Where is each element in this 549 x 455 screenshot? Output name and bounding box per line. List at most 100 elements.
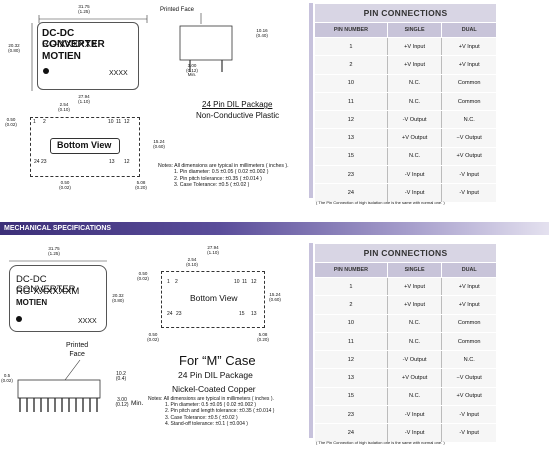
bottom-lead-dim: 3.00 (0.12)	[115, 397, 129, 408]
top-pin1-label: 1	[33, 119, 36, 125]
top-pin24-label: 24	[34, 159, 40, 165]
top-module-line2: RG-XXXXXX	[42, 39, 98, 50]
bottom-left-offset-dim: 0.50 (0.02)	[137, 271, 149, 281]
top-module-line1: DC-DC CONVERTER	[42, 28, 105, 50]
bottom-printed-face: Printed Face	[66, 342, 89, 358]
top-package-title: 24 Pin DIL Package	[202, 100, 273, 109]
top-table-title: PIN CONNECTIONS	[314, 3, 497, 23]
top-bottom-right-dim: 5.08 (0.20)	[135, 180, 147, 190]
top-bottomview-width-dim: 27.94 (1.10)	[78, 94, 90, 104]
top-pin12b-label: 12	[124, 159, 130, 165]
bottom-module-line1: DC-DC CONVERTER	[16, 274, 76, 295]
bottom-pin2-label: 2	[175, 279, 178, 285]
bottom-pin10-label: 10	[234, 279, 240, 285]
bottom-th-dual: DUAL	[441, 262, 497, 278]
bottom-table-title: PIN CONNECTIONS	[314, 243, 497, 263]
bottom-table-footnote: ( The Pin Connection of high isolation o…	[316, 440, 445, 445]
bottom-width-dim: 31.75 (1.25)	[48, 246, 60, 256]
bottom-th-single: SINGLE	[386, 262, 443, 278]
bottom-module-face: DC-DC CONVERTER RG-XXXXXXM MOTIEN XXXX	[9, 265, 107, 332]
top-module-face: DC-DC CONVERTER RG-XXXXXX MOTIEN XXXX	[37, 22, 139, 90]
bottom-pin-table: PIN CONNECTIONS PIN NUMBER SINGLE DUAL 1…	[314, 243, 497, 443]
bottom-br-dim: 5.08 (0.20)	[257, 332, 269, 342]
bottom-bv-width-dim: 27.94 (1.10)	[207, 245, 219, 255]
bottom-side-h-dim: 10.2 (0.4)	[115, 371, 127, 382]
bottom-module-code: XXXX	[78, 318, 97, 325]
top-th-dual: DUAL	[441, 22, 497, 38]
table-row: 13+V Output−V Output	[314, 368, 497, 388]
top-height-arrow	[31, 23, 33, 91]
table-row: 2+V Input+V Input	[314, 55, 497, 75]
table-row: 24-V Input-V Input	[314, 423, 497, 443]
table-row: 23-V Input-V Input	[314, 165, 497, 185]
m-case-title: For “M” Case	[179, 353, 256, 368]
bottom-package-title: 24 Pin DIL Package	[178, 370, 253, 380]
bottom-pin24-label: 24	[167, 311, 173, 317]
top-width-arrow	[38, 15, 148, 23]
table-row: 2+V Input+V Input	[314, 295, 497, 315]
pin1-dot	[16, 316, 22, 322]
bottom-pin11-label: 11	[242, 279, 248, 285]
bottom-notes: Notes: All dimensions are typical in mil…	[148, 396, 275, 427]
bottom-bottom-view-label: Bottom View	[190, 293, 238, 303]
top-module-brand: MOTIEN	[42, 51, 81, 62]
bottom-side-view	[17, 359, 101, 412]
top-table-accent	[309, 3, 313, 198]
top-bottom-view-outline	[30, 117, 140, 177]
bottom-height-dim: 20.32 (0.80)	[112, 293, 124, 303]
top-table-footnote: ( The Pin Connection of high isolation o…	[316, 200, 445, 205]
bottom-table-accent	[309, 243, 313, 438]
top-pin13-label: 13	[109, 159, 115, 165]
bottom-module-brand: MOTIEN	[16, 298, 48, 307]
top-width-dim: 31.75 (1.25)	[78, 4, 90, 14]
bottom-side-left-dim: 0.5 (0.02)	[1, 373, 13, 383]
bottom-row-height-dim: 15.24 (0.60)	[269, 292, 281, 302]
bottom-width-arrow	[9, 260, 107, 262]
bottom-pin12-label: 12	[251, 279, 257, 285]
top-th-pin: PIN NUMBER	[314, 22, 388, 38]
top-pin-table: PIN CONNECTIONS PIN NUMBER SINGLE DUAL 1…	[314, 3, 497, 203]
top-pin12-label: 12	[124, 119, 130, 125]
pin1-dot	[43, 68, 49, 74]
section-title: MECHANICAL SPECIFICATIONS	[4, 225, 112, 232]
table-row: 1+V Input+V Input	[314, 36, 497, 57]
top-row-height-dim: 15.24 (0.60)	[153, 139, 165, 149]
bottom-package-sub: Nickel-Coated Copper	[172, 384, 256, 394]
table-row: 1+V Input+V Input	[314, 276, 497, 297]
bottom-pin-offset-dim: 2.54 (0.10)	[186, 257, 198, 267]
section-band: MECHANICAL SPECIFICATIONS	[0, 222, 549, 235]
top-notes: Notes: All dimensions are typical in mil…	[158, 163, 289, 189]
top-bottom-view-label: Bottom View	[50, 138, 120, 154]
bottom-bottom-view-outline	[161, 271, 265, 328]
top-pin-offset-dim: 2.54 (0.10)	[58, 102, 70, 112]
bottom-bl-dim: 0.50 (0.02)	[147, 332, 159, 342]
bottom-pin15-label: 15	[239, 311, 245, 317]
top-left-offset-dim: 0.50 (0.02)	[5, 117, 17, 127]
top-printed-face: Printed Face	[160, 7, 195, 13]
top-side-view	[179, 13, 233, 72]
top-bottom-left-dim: 0.50 (0.02)	[59, 180, 71, 190]
top-lead-dim: 3.00 (0.12) Min.	[186, 63, 198, 77]
top-module-code: XXXX	[109, 70, 128, 77]
table-row: 23-V Input-V Input	[314, 405, 497, 425]
bottom-module-line2: RG-XXXXXXM	[16, 286, 80, 297]
top-height-dim: 20.32 (0.80)	[8, 43, 20, 53]
top-side-h-dim: 10.16 (0.40)	[256, 28, 268, 38]
bottom-pin23-label: 23	[176, 311, 182, 317]
table-row: 13+V Output−V Output	[314, 128, 497, 148]
table-row: 24-V Input-V Input	[314, 183, 497, 203]
top-pin2-label: 2	[43, 119, 46, 125]
top-pin11-label: 11	[116, 119, 122, 125]
bottom-pin13-label: 13	[251, 311, 257, 317]
bottom-lead-min: Min.	[131, 400, 144, 407]
top-pin23-label: 23	[41, 159, 47, 165]
bottom-th-pin: PIN NUMBER	[314, 262, 388, 278]
